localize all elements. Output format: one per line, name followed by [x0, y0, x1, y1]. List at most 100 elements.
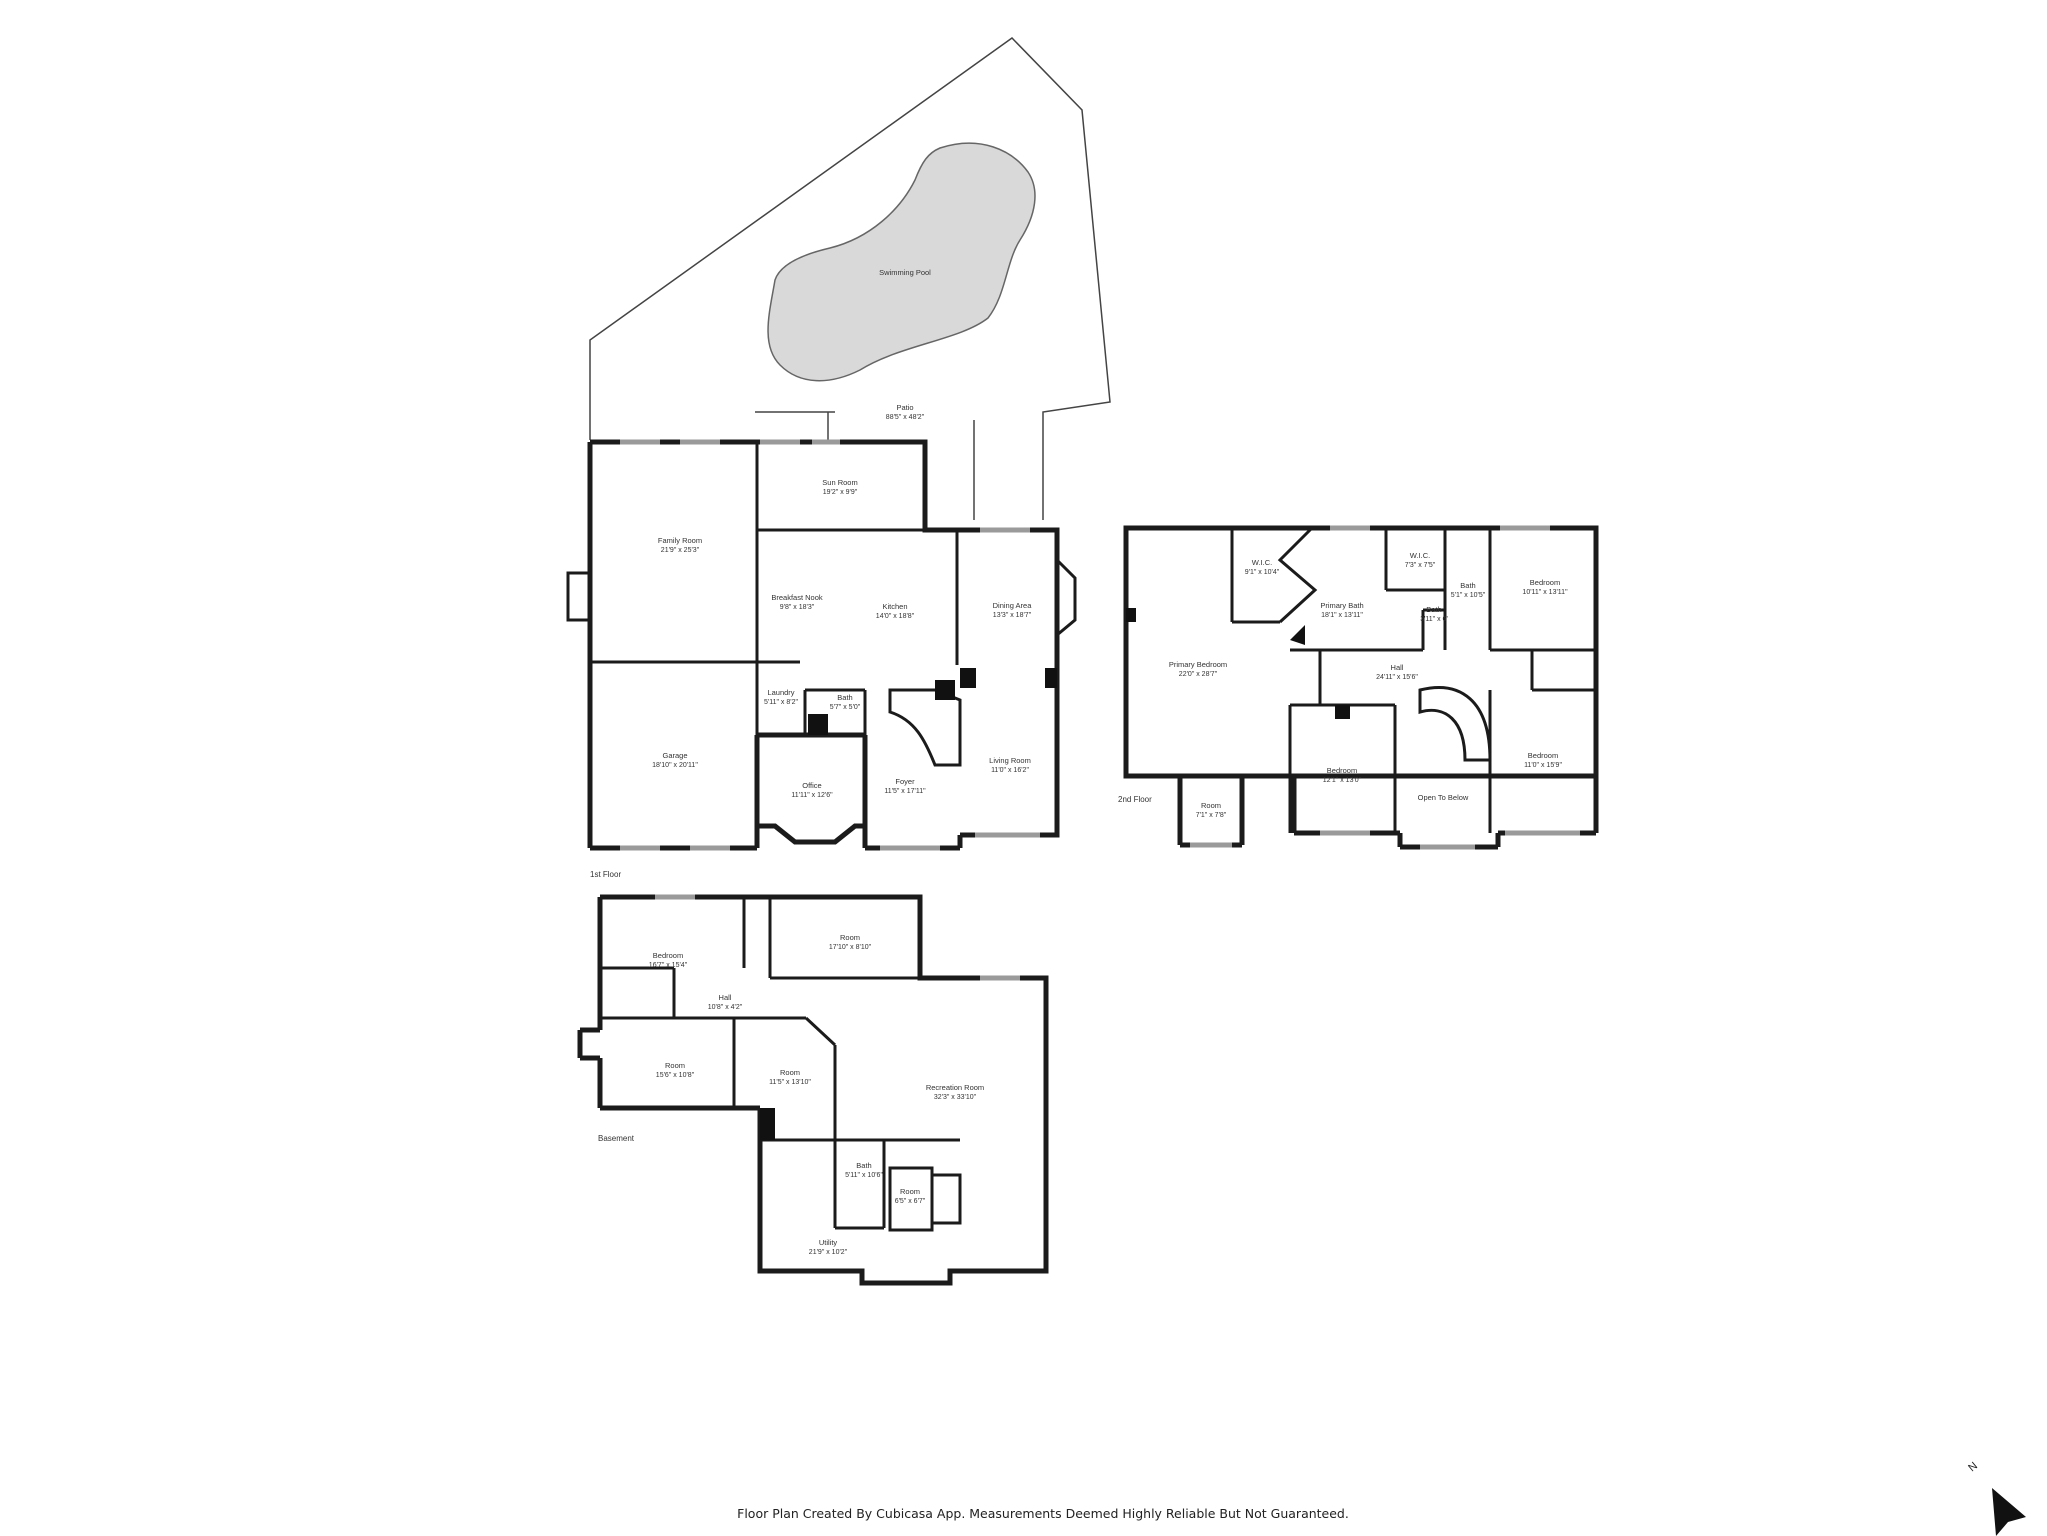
room-label-basement-hall: Hall 10'8" x 4'2": [708, 993, 743, 1011]
floor-label-second: 2nd Floor: [1118, 795, 1152, 804]
room-name: Bedroom: [1327, 766, 1357, 775]
room-label-basement-room-1: Room 17'10" x 8'10": [829, 933, 872, 951]
room-name: W.I.C.: [1252, 558, 1272, 567]
compass-label: N: [1966, 1460, 1980, 1474]
room-name: Sun Room: [822, 478, 857, 487]
room-name: Office: [802, 781, 821, 790]
room-dims: 9'1" x 10'4": [1245, 569, 1280, 576]
first-floor-plan: [566, 439, 1077, 851]
room-dims: 19'2" x 9'9": [823, 489, 858, 496]
room-name: Garage: [662, 751, 687, 760]
room-dims: 14'0" x 18'8": [876, 613, 915, 620]
room-dims: 22'0" x 28'7": [1179, 671, 1218, 678]
room-name: Utility: [819, 1238, 838, 1247]
room-dims: 21'9" x 10'2": [809, 1249, 848, 1256]
room-dims: 5'7" x 5'0": [830, 704, 861, 711]
room-name: Bedroom: [653, 951, 683, 960]
room-dims: 17'10" x 8'10": [829, 944, 872, 951]
north-arrow-icon: N: [1966, 1460, 2026, 1536]
room-label-open-to-below: Open To Below: [1418, 793, 1469, 802]
room-label-basement-bath: Bath 5'11" x 10'6": [845, 1161, 883, 1179]
room-dims: 21'9" x 25'3": [661, 547, 700, 554]
room-label-recreation-room: Recreation Room 32'3" x 33'10": [926, 1083, 984, 1101]
room-dims: 15'6" x 10'8": [656, 1072, 695, 1079]
room-dims: 11'11" x 12'6": [791, 792, 833, 799]
room-dims: 11'0" x 15'9": [1524, 762, 1562, 769]
room-dims: 10'11" x 13'11": [1522, 589, 1568, 596]
room-label-primary-bath: Primary Bath 18'1" x 13'11": [1320, 601, 1363, 619]
room-dims: 32'3" x 33'10": [934, 1094, 977, 1101]
patio-outline: [589, 37, 1111, 520]
room-name: Bedroom: [1530, 578, 1560, 587]
room-label-primary-bedroom: Primary Bedroom 22'0" x 28'7": [1169, 660, 1227, 678]
room-label-utility: Utility 21'9" x 10'2": [809, 1238, 848, 1256]
second-floor-plan: [1123, 525, 1599, 850]
basement-plan: [577, 894, 1049, 1286]
footer-disclaimer: Floor Plan Created By Cubicasa App. Meas…: [737, 1506, 1349, 1521]
room-name: Swimming Pool: [879, 268, 931, 277]
room-dims: 5'1" x 10'5": [1451, 592, 1486, 599]
room-name: Laundry: [767, 688, 794, 697]
room-label-patio: Patio 88'5" x 48'2": [886, 403, 925, 421]
room-label-basement-room-3: Room 11'5" x 13'10": [769, 1068, 811, 1086]
room-dims: 6'5" x 6'7": [895, 1198, 926, 1205]
room-dims: 11'0" x 16'2": [991, 767, 1029, 774]
room-dims: 88'5" x 48'2": [886, 414, 925, 421]
room-label-bath-2b: Bath 3'11" x 6': [1420, 605, 1448, 623]
room-dims: 9'8" x 18'3": [780, 604, 815, 611]
room-name: Bath: [856, 1161, 871, 1170]
room-name: Recreation Room: [926, 1083, 984, 1092]
room-name: Room: [780, 1068, 800, 1077]
room-name: Bath: [837, 693, 852, 702]
room-name: Primary Bath: [1320, 601, 1363, 610]
room-label-room-2: Room 7'1" x 7'8": [1196, 801, 1227, 819]
room-dims: 5'11" x 10'6": [845, 1172, 883, 1179]
room-name: W.I.C.: [1410, 551, 1430, 560]
floor-label-first: 1st Floor: [590, 870, 621, 879]
room-name: Bath: [1426, 605, 1441, 614]
room-label-hall-2: Hall 24'11" x 15'6": [1376, 663, 1418, 681]
room-label-wic-2: W.I.C. 7'3" x 7'5": [1405, 551, 1436, 569]
room-label-sun-room: Sun Room 19'2" x 9'9": [822, 478, 857, 496]
room-name: Patio: [896, 403, 913, 412]
room-dims: 3'11" x 6': [1420, 616, 1448, 623]
room-dims: 18'10" x 20'11": [652, 762, 698, 769]
room-label-wic-1: W.I.C. 9'1" x 10'4": [1245, 558, 1280, 576]
room-label-pool: Swimming Pool: [879, 268, 931, 277]
room-label-bedroom-2a: Bedroom 10'11" x 13'11": [1522, 578, 1568, 596]
room-name: Primary Bedroom: [1169, 660, 1227, 669]
room-dims: 24'11" x 15'6": [1376, 674, 1418, 681]
room-label-basement-room-4: Room 6'5" x 6'7": [895, 1187, 926, 1205]
room-dims: 11'5" x 17'11": [884, 788, 926, 795]
room-label-basement-room-2: Room 15'6" x 10'8": [656, 1061, 695, 1079]
room-dims: 5'11" x 8'2": [764, 699, 798, 706]
room-label-office: Office 11'11" x 12'6": [791, 781, 833, 799]
room-label-bedroom-2c: Bedroom 11'0" x 15'9": [1524, 751, 1562, 769]
room-name: Room: [665, 1061, 685, 1070]
room-dims: 18'1" x 13'11": [1321, 612, 1363, 619]
room-name: Bath: [1460, 581, 1475, 590]
room-dims: 12'1" x 13'0": [1323, 777, 1362, 784]
room-label-foyer: Foyer 11'5" x 17'11": [884, 777, 926, 795]
room-dims: 11'5" x 13'10": [769, 1079, 811, 1086]
room-name: Kitchen: [882, 602, 907, 611]
room-name: Family Room: [658, 536, 702, 545]
room-dims: 7'3" x 7'5": [1405, 562, 1436, 569]
room-name: Room: [1201, 801, 1221, 810]
room-name: Room: [900, 1187, 920, 1196]
room-dims: 7'1" x 7'8": [1196, 812, 1227, 819]
room-name: Foyer: [895, 777, 915, 786]
room-name: Dining Area: [993, 601, 1033, 610]
room-name: Bedroom: [1528, 751, 1558, 760]
room-dims: 10'8" x 4'2": [708, 1004, 743, 1011]
room-name: Open To Below: [1418, 793, 1469, 802]
room-name: Hall: [719, 993, 732, 1002]
room-label-bath-2a: Bath 5'1" x 10'5": [1451, 581, 1486, 599]
room-name: Room: [840, 933, 860, 942]
room-label-family-room: Family Room 21'9" x 25'3": [658, 536, 702, 554]
room-name: Breakfast Nook: [771, 593, 823, 602]
room-label-laundry: Laundry 5'11" x 8'2": [764, 688, 798, 706]
room-label-bath-1: Bath 5'7" x 5'0": [830, 693, 861, 711]
swimming-pool: [767, 142, 1036, 382]
